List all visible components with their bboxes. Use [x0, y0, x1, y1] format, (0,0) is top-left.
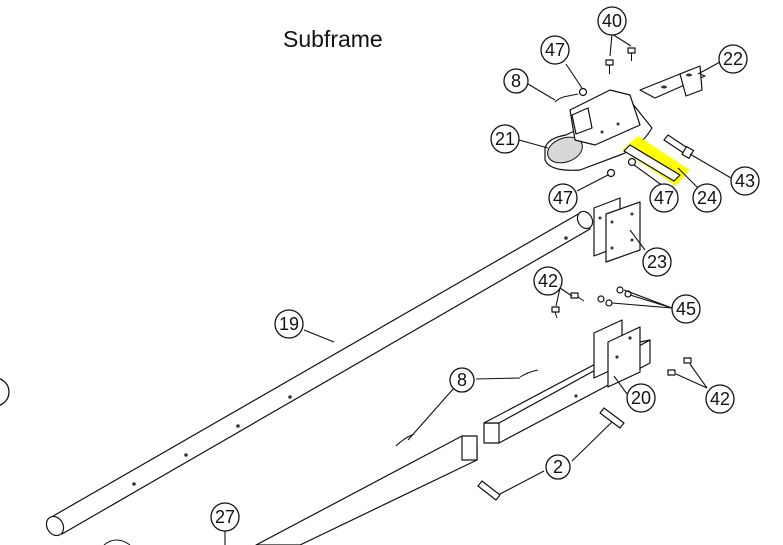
callout-20: 20	[626, 383, 656, 413]
part-24-pin	[622, 136, 690, 186]
callout-47-top: 47	[540, 35, 570, 65]
callout-47-right: 47	[649, 183, 679, 213]
part-22-bracket	[639, 65, 706, 99]
callout-19: 19	[274, 309, 304, 339]
callout-6: 6	[0, 378, 10, 406]
svg-text:42: 42	[538, 271, 558, 291]
svg-text:43: 43	[735, 171, 755, 191]
svg-text:27: 27	[215, 507, 235, 527]
part-43-bolt	[663, 134, 695, 159]
leader-lines	[224, 33, 732, 545]
svg-text:47: 47	[545, 40, 565, 60]
callout-8-middle: 8	[449, 367, 475, 393]
callout-23: 23	[642, 247, 672, 277]
part-21-coupler	[544, 89, 653, 171]
svg-text:22: 22	[723, 49, 743, 69]
callout-43: 43	[730, 166, 760, 196]
callout-2: 2	[545, 454, 571, 480]
callout-45: 45	[671, 294, 701, 324]
svg-text:21: 21	[495, 129, 515, 149]
callout-24: 24	[692, 183, 722, 213]
callout-40: 40	[597, 6, 627, 36]
callout-27: 27	[210, 502, 240, 532]
svg-text:47: 47	[654, 188, 674, 208]
part-23-plates	[593, 197, 641, 263]
svg-text:24: 24	[697, 188, 717, 208]
svg-text:23: 23	[647, 252, 667, 272]
callout-8-top: 8	[503, 68, 529, 94]
callout-22: 22	[718, 44, 748, 74]
callout-21: 21	[490, 124, 520, 154]
part-27-beam	[255, 435, 478, 545]
svg-text:2: 2	[553, 457, 563, 477]
svg-text:8: 8	[511, 71, 521, 91]
diagram-title: Subframe	[283, 26, 383, 52]
callout-47-left: 47	[548, 183, 578, 213]
part-19-tube	[45, 210, 594, 537]
svg-text:20: 20	[631, 388, 651, 408]
svg-text:47: 47	[553, 188, 573, 208]
part-47-nuts	[578, 87, 637, 178]
part-2-pins	[477, 407, 625, 501]
part-6-fragment	[103, 539, 131, 545]
callout-42-lower: 42	[705, 384, 735, 414]
part-20-beam	[483, 319, 651, 444]
callout-42-upper: 42	[533, 266, 563, 296]
svg-text:8: 8	[457, 370, 467, 390]
svg-text:40: 40	[602, 11, 622, 31]
part-42-bolts	[551, 292, 692, 376]
svg-text:45: 45	[676, 299, 696, 319]
svg-text:42: 42	[710, 389, 730, 409]
part-40-bolts	[605, 47, 636, 74]
svg-text:19: 19	[279, 314, 299, 334]
